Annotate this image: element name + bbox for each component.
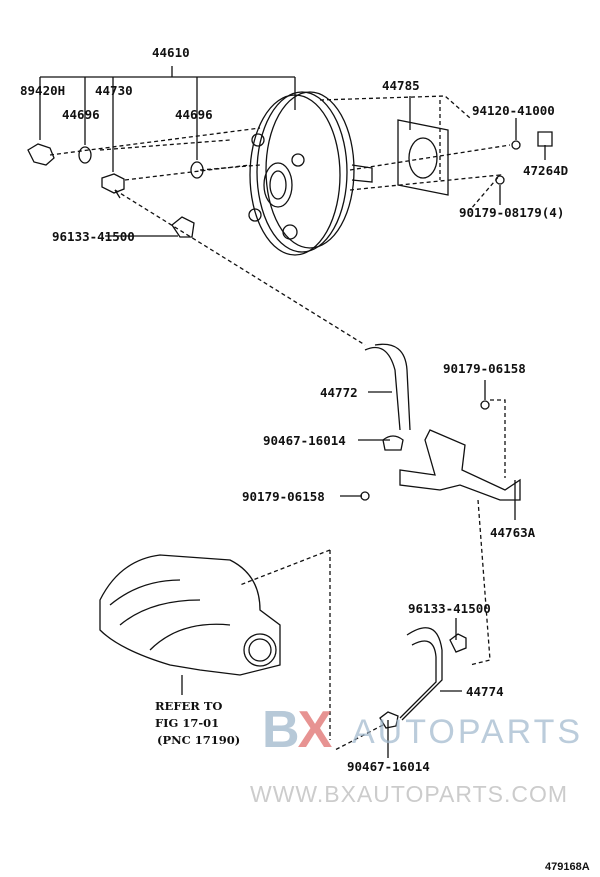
figure-code: 479168A [545,861,590,873]
part-label-44610: 44610 [152,45,190,60]
watermark-x: X [297,701,333,759]
part-label-44763A: 44763A [490,525,536,540]
watermark-brand: AUTOPARTS [352,713,584,751]
small-parts [27,131,553,729]
reference-line-3: (PNC 17190) [157,733,241,747]
part-label-96133-41500-top: 96133-41500 [52,229,135,244]
dashed-lines [49,95,511,751]
vacuum-hoses [364,343,443,721]
part-label-94120-41000: 94120-41000 [472,103,555,118]
leader-lines [39,66,546,758]
part-label-44772: 44772 [320,385,358,400]
bracket-44763A [399,429,521,501]
part-label-89420H: 89420H [20,83,66,98]
part-label-44696-center: 44696 [175,107,213,122]
watermark-logo: BX [262,701,333,759]
part-label-44730: 44730 [95,83,133,98]
part-label-44696-left: 44696 [62,107,100,122]
intake-manifold [99,554,281,676]
reference-line-2: FIG 17-01 [155,716,220,730]
watermark-url: WWW.BXAUTOPARTS.COM [250,781,569,807]
part-label-90179-06158-left: 90179-06158 [242,489,325,504]
part-label-96133-41500-bottom: 96133-41500 [408,601,491,616]
part-label-90467-16014-bottom: 90467-16014 [347,759,430,774]
reference-line-1: REFER TO [155,699,223,713]
part-label-90179-08179: 90179-08179(4) [459,205,565,220]
gasket-44785 [397,119,449,196]
part-label-44774: 44774 [466,684,504,699]
watermark-b: B [262,701,300,759]
part-label-44785: 44785 [382,78,420,93]
brake-booster [248,91,373,256]
part-label-47264D: 47264D [523,163,569,178]
part-label-90467-16014-top: 90467-16014 [263,433,346,448]
part-label-90179-06158-right: 90179-06158 [443,361,526,376]
